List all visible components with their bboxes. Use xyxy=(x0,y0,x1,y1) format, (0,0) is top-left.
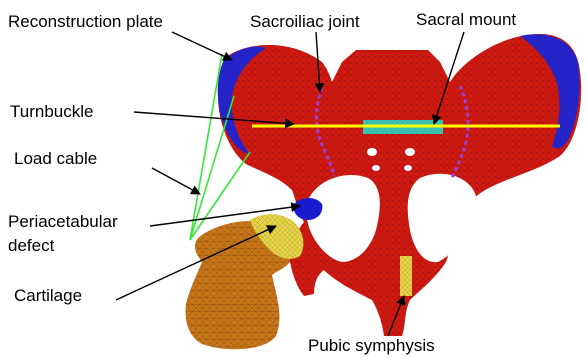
leader-load-cable xyxy=(152,168,200,194)
label-sacral-mount: Sacral mount xyxy=(416,10,516,29)
label-periacetabular-line1: Periacetabular xyxy=(8,212,118,231)
label-periacetabular-line2: defect xyxy=(8,236,54,255)
leader-reconstruction-plate xyxy=(172,32,232,60)
label-pubic-symphysis: Pubic symphysis xyxy=(308,336,435,355)
label-turnbuckle: Turnbuckle xyxy=(10,102,93,121)
label-cartilage: Cartilage xyxy=(14,286,82,305)
right-obturator-foramen xyxy=(408,174,477,262)
label-sacroiliac-joint: Sacroiliac joint xyxy=(250,12,360,31)
label-load-cable: Load cable xyxy=(14,149,97,168)
label-reconstruction-plate: Reconstruction plate xyxy=(8,12,163,31)
